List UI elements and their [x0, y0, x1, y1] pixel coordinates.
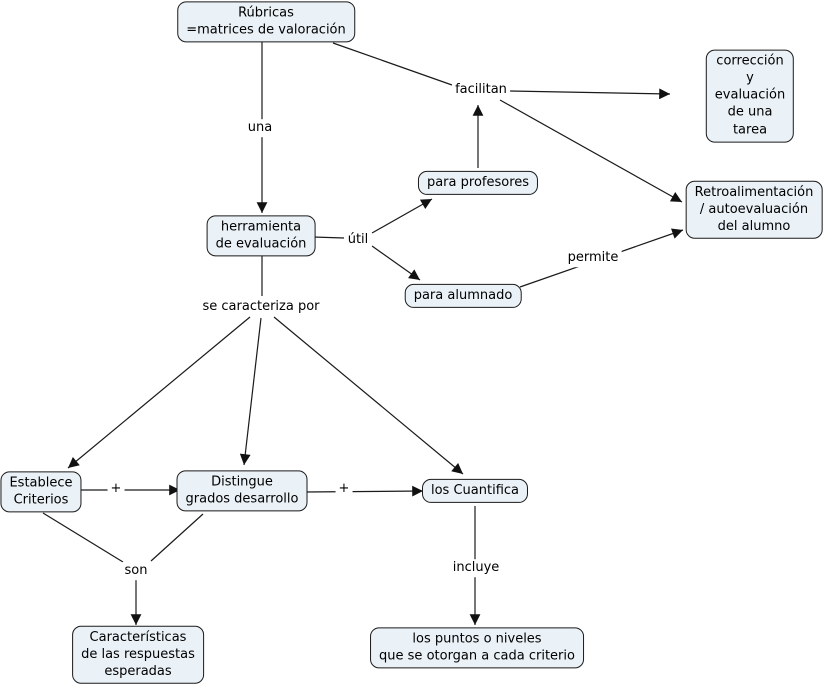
link-label-permite[interactable]: permite [564, 249, 622, 267]
link-label-se-caracteriza-por[interactable]: se caracteriza por [199, 298, 323, 316]
link-label-plus-right[interactable]: + [335, 480, 353, 498]
edge-establece-son [42, 512, 124, 563]
edge-caracteriza-distingue [239, 317, 262, 466]
link-label-una[interactable]: una [244, 119, 276, 137]
link-label-son[interactable]: son [121, 562, 151, 580]
node-rubricas[interactable]: Rúbricas =matrices de valoración [177, 1, 355, 43]
edge-rubricas-facilitan [332, 42, 453, 86]
edge-caracteriza-establece [67, 316, 251, 469]
link-label-facilitan[interactable]: facilitan [452, 81, 510, 99]
node-para-profesores[interactable]: para profesores [417, 170, 539, 196]
edge-facilitan-correccion [509, 88, 671, 100]
edge-util-alumnado [371, 245, 421, 281]
edge-util-profesores [371, 198, 433, 234]
node-herramienta-evaluacion[interactable]: herramienta de evaluación [206, 215, 316, 257]
edge-distingue-son [150, 513, 204, 562]
node-caracteristicas-respuestas[interactable]: Características de las respuestas espera… [72, 625, 204, 685]
edge-facilitan-retroalimentacion [499, 99, 683, 203]
edge-distingue-plus-cuantifica [304, 485, 424, 497]
link-label-util[interactable]: útil [344, 231, 372, 249]
node-para-alumnado[interactable]: para alumnado [404, 283, 522, 309]
link-label-incluye[interactable]: incluye [449, 559, 503, 577]
edge-herramienta-util [312, 236, 345, 239]
node-puntos-niveles[interactable]: los puntos o niveles que se otorgan a ca… [370, 627, 584, 669]
node-retroalimentacion[interactable]: Retroalimentación / autoevaluación del a… [685, 180, 823, 240]
edge-caracteriza-cuantifica [273, 316, 464, 475]
node-los-cuantifica[interactable]: los Cuantifica [421, 478, 529, 504]
node-establece-criterios[interactable]: Establece Criterios [0, 471, 82, 513]
node-correccion-evaluacion[interactable]: corrección y evaluación de una tarea [705, 49, 795, 143]
node-distingue-grados[interactable]: Distingue grados desarrollo [176, 470, 308, 512]
link-label-plus-left[interactable]: + [107, 480, 125, 498]
